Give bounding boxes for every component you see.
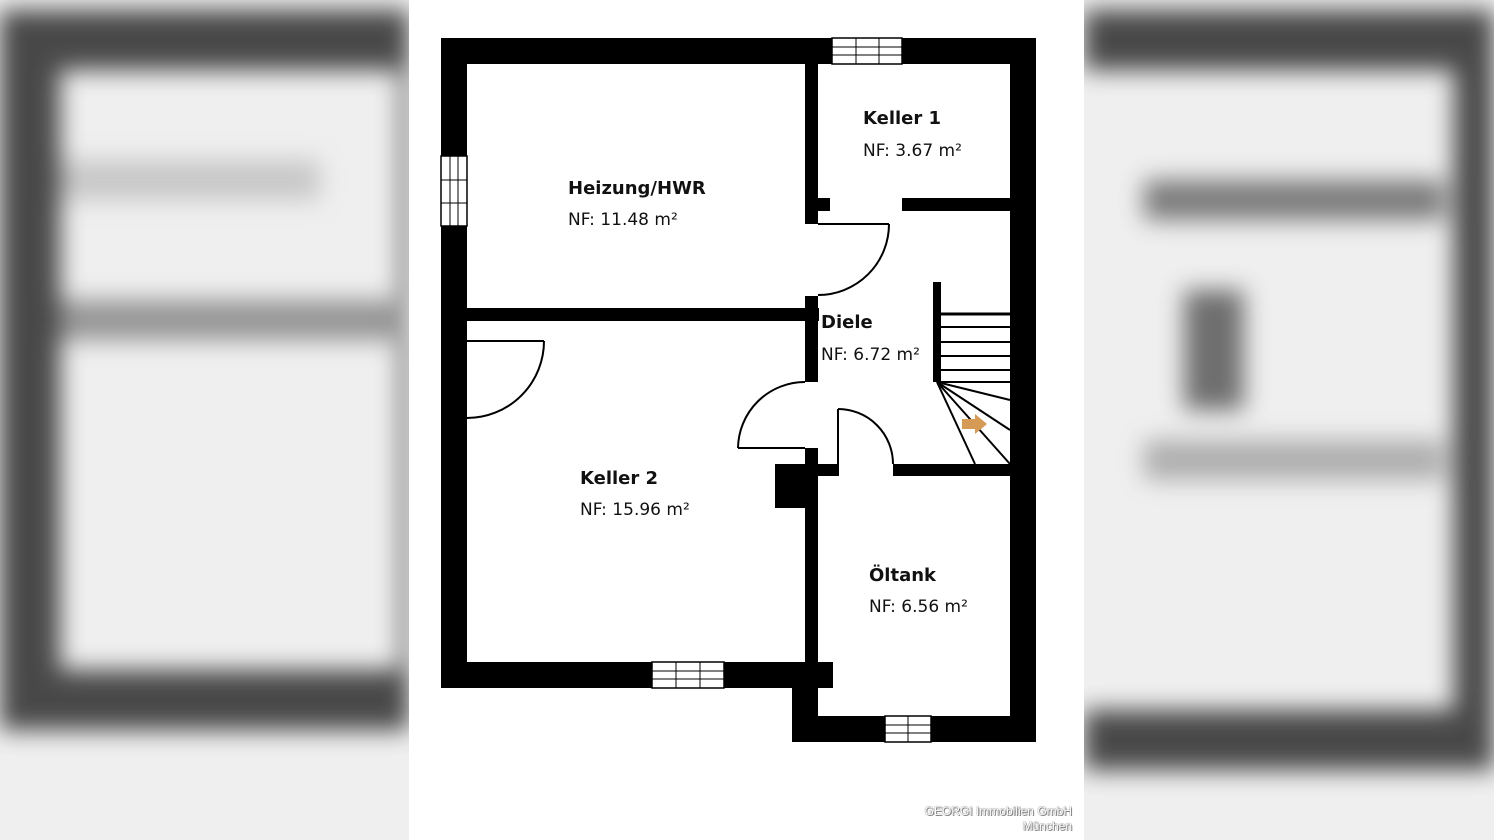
room-area: NF: 15.96 m²: [580, 500, 690, 520]
room-keller-1: Keller 1 NF: 3.67 m²: [863, 108, 962, 161]
door-oeltank: [837, 408, 894, 476]
room-name: Keller 1: [863, 108, 941, 129]
watermark-company: GEORGI Immobilien GmbH: [924, 804, 1072, 818]
window-bottom-left: [651, 661, 725, 689]
arrow-right-icon: [962, 414, 987, 434]
door-entrance: [466, 340, 545, 419]
room-oeltank: Öltank NF: 6.56 m²: [869, 564, 968, 617]
staircase: [933, 282, 1011, 465]
blurred-background-left: [0, 0, 409, 840]
room-name: Heizung/HWR: [568, 178, 706, 199]
room-labels: Heizung/HWR NF: 11.48 m² Keller 1 NF: 3.…: [568, 108, 968, 617]
room-area: NF: 3.67 m²: [863, 141, 962, 161]
room-area: NF: 11.48 m²: [568, 210, 678, 230]
floorplan-panel: Heizung/HWR NF: 11.48 m² Keller 1 NF: 3.…: [409, 0, 1084, 840]
blurred-floorplan-left: [0, 10, 409, 730]
room-area: NF: 6.72 m²: [821, 345, 920, 365]
blurred-floorplan-right: [1084, 10, 1494, 770]
room-heizung-hwr: Heizung/HWR NF: 11.48 m²: [568, 178, 706, 230]
room-name: Diele: [821, 312, 873, 333]
room-keller-2: Keller 2 NF: 15.96 m²: [580, 468, 690, 520]
windows: [440, 37, 932, 743]
window-left: [440, 155, 468, 227]
watermark-city: München: [1022, 819, 1072, 833]
room-diele: Diele NF: 6.72 m²: [821, 312, 920, 365]
door-heizung: [817, 223, 890, 296]
room-name: Öltank: [869, 564, 937, 586]
room-name: Keller 2: [580, 468, 658, 489]
window-top: [831, 37, 903, 65]
watermark: GEORGI Immobilien GmbH München: [925, 804, 1072, 834]
floorplan: Heizung/HWR NF: 11.48 m² Keller 1 NF: 3.…: [440, 37, 1036, 743]
room-area: NF: 6.56 m²: [869, 597, 968, 617]
doors: [466, 223, 894, 476]
blurred-background-right: [1084, 0, 1494, 840]
door-keller-2: [737, 381, 806, 449]
